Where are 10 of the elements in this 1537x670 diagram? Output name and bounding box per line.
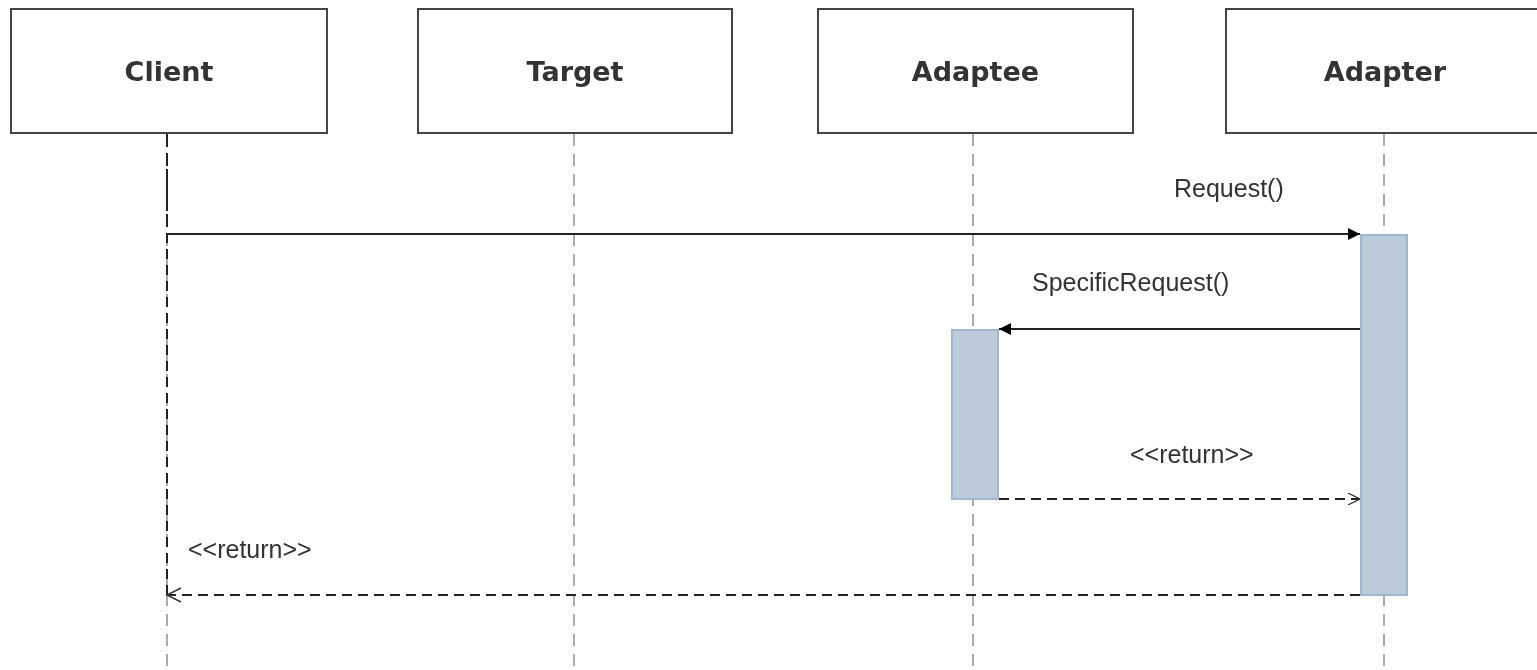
participant-name: Target bbox=[526, 55, 624, 87]
participant-name: Adaptee bbox=[911, 55, 1040, 87]
participant-box bbox=[817, 8, 1134, 134]
participant-box bbox=[10, 8, 328, 134]
participant-box bbox=[417, 8, 733, 134]
activation-bar bbox=[951, 329, 999, 500]
participant-box bbox=[1225, 8, 1537, 134]
participant-name: Client bbox=[124, 55, 214, 87]
activation-bar bbox=[1360, 234, 1408, 596]
participant-name: Adapter bbox=[1323, 55, 1447, 87]
